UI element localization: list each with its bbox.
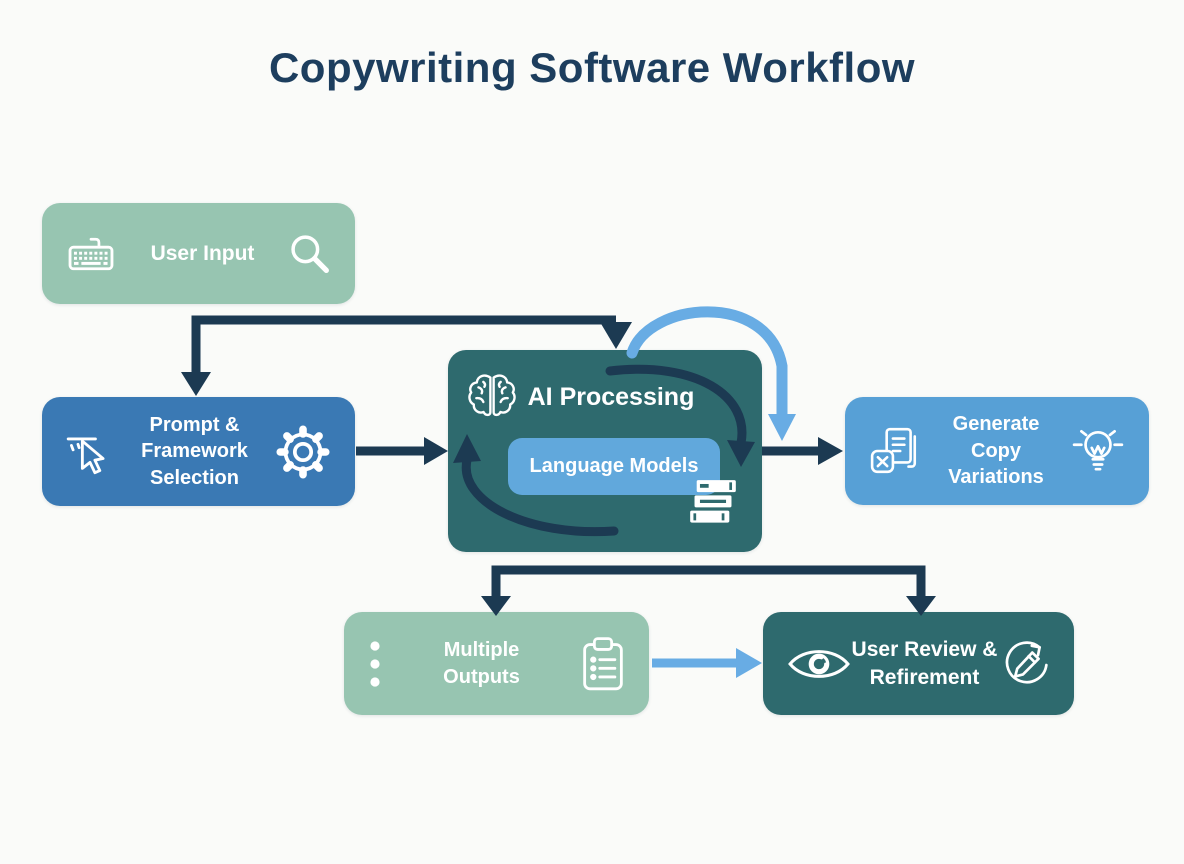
eye-icon: [788, 649, 850, 678]
node-user-review-refinement: User Review & Refirement: [763, 612, 1074, 715]
node-prompt-framework-selection: Prompt & Framework Selection: [42, 397, 355, 506]
node-label-prompt-framework: Prompt & Framework Selection: [141, 413, 248, 489]
node-multiple-outputs: Multiple Outputs: [344, 612, 649, 715]
keyboard-icon: [68, 237, 114, 270]
connector-prompt-to-ai: [356, 437, 448, 465]
node-generate-copy-variations: Generate Copy Variations: [845, 397, 1149, 505]
node-user-input: User Input: [42, 203, 355, 304]
lightbulb-icon: [1072, 429, 1124, 471]
books-stack-icon: [690, 480, 736, 523]
node-label-multiple-outputs: Multiple Outputs: [443, 639, 520, 688]
vertical-dots-icon: [370, 640, 380, 687]
inner-label-language-models: Language Models: [529, 455, 699, 477]
clipboard-checklist-icon: [583, 636, 623, 690]
connector-down-to-outputs-and-review: [481, 565, 936, 616]
connector-outputs-to-review: [652, 648, 762, 678]
node-label-user-review: User Review & Refirement: [851, 637, 998, 689]
node-ai-processing: AI Processing Language Models: [448, 350, 762, 552]
node-label-ai-processing: AI Processing: [527, 383, 695, 411]
brain-icon: [468, 374, 516, 417]
node-label-generate-copy: Generate Copy Variations: [948, 413, 1044, 489]
cursor-select-icon: [66, 436, 105, 474]
copy-documents-icon: [870, 427, 917, 474]
node-label-user-input: User Input: [150, 241, 255, 265]
edit-cycle-icon: [1005, 640, 1048, 683]
connector-ai-to-generate: [762, 437, 843, 465]
gear-icon: [276, 424, 330, 479]
page-title: Copywriting Software Workflow: [268, 44, 916, 91]
search-icon: [291, 234, 329, 273]
